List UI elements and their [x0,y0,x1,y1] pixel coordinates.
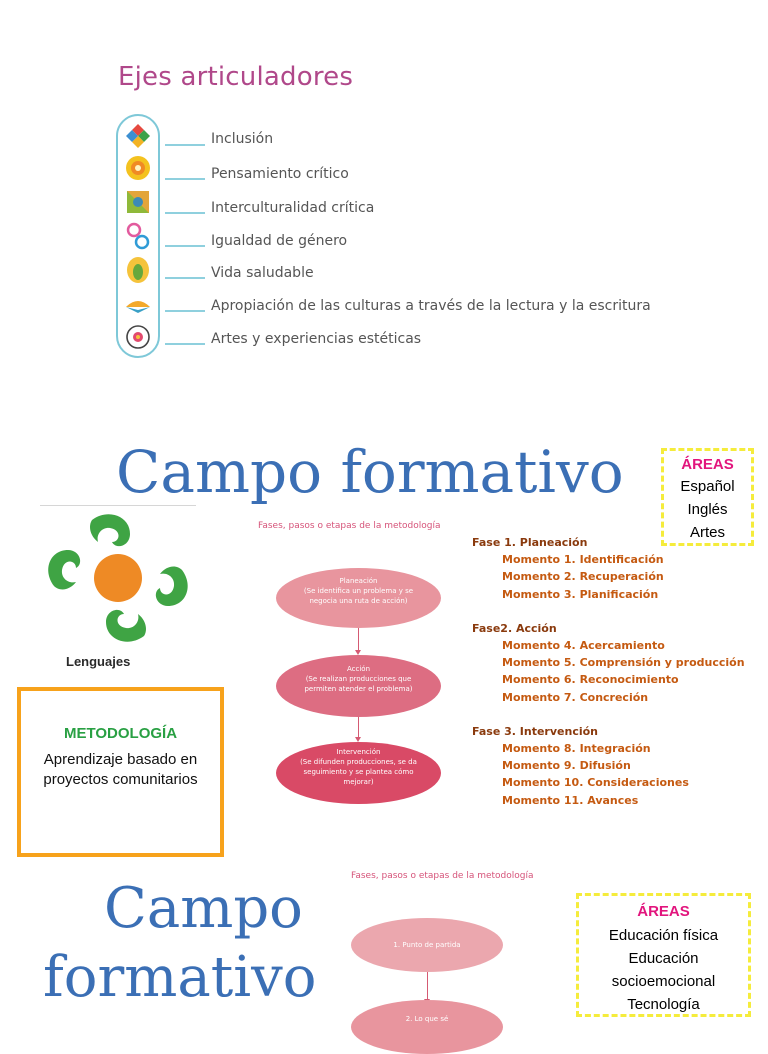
momento-item: Momento 1. Identificación [502,553,664,567]
lenguajes-label: Lenguajes [66,654,131,669]
eje-connector [165,310,205,312]
flow-node-lo-que-se: 2. Lo que sé [351,1000,503,1054]
eje-connector [165,245,205,247]
eje-label-interculturalidad: Interculturalidad crítica [211,200,375,216]
area-item: Educación [628,950,699,967]
lectura-escritura-icon [126,301,150,313]
areas-title: ÁREAS [681,456,734,473]
area-item: Español [680,478,735,495]
eje-connector [165,178,205,180]
divider [40,505,196,506]
ejes-title: Ejes articuladores [118,62,354,92]
eje-connector [165,277,205,279]
areas-box-lenguajes: ÁREAS Español Inglés Artes [661,448,754,546]
artes-icon [126,325,150,349]
flow-node-planeacion: Planeación (Se identifica un problema y … [276,568,441,628]
flow-arrow [355,717,361,742]
eje-connector [165,144,205,146]
momento-item: Momento 7. Concreción [502,690,649,704]
momento-item: Momento 3. Planificación [502,587,659,601]
metodologia-title: METODOLOGÍA [63,725,178,742]
flow-node-punto-de-partida: 1. Punto de partida [351,918,503,972]
pensamiento-critico-icon [126,156,150,180]
flow-node-accion: Acción (Se realizan producciones que per… [276,655,441,717]
momento-item: Momento 5. Comprensión y producción [502,656,745,670]
area-item: Educación física [608,927,719,944]
areas-title: ÁREAS [637,903,690,920]
fase-title: Fase2. Acción [472,621,557,635]
fases-list: Fase 1. Planeación Momento 1. Identifica… [472,534,745,809]
flow-arrow [355,628,361,655]
flow-node-desc: (Se realizan producciones que permiten a… [304,675,413,693]
areas-box-2: ÁREAS Educación física Educación socioem… [576,893,751,1017]
metodologia-box: METODOLOGÍA Aprendizaje basado en proyec… [17,687,224,857]
eje-label-inclusion: Inclusión [211,131,274,147]
flow-node-desc: (Se difunden producciones, se da seguimi… [300,758,417,786]
diagram-caption: Fases, pasos o etapas de la metodología [258,521,441,531]
eje-connector [165,212,205,214]
eje-label-lectura-escritura: Apropiación de las culturas a través de … [211,298,651,314]
eje-label-pensamiento-critico: Pensamiento crítico [211,166,349,182]
flow-node-title: Intervención [336,748,381,756]
area-item: Inglés [687,501,728,518]
fase-title: Fase 1. Planeación [472,536,588,549]
momento-item: Momento 9. Difusión [502,759,631,773]
campo-formativo-title: Campo formativo [116,438,624,506]
flow-arrow [424,972,430,1004]
flow-node-intervencion: Intervención (Se difunden producciones, … [276,742,441,804]
area-item: Tecnología [627,996,700,1013]
momento-item: Momento 8. Integración [502,742,651,756]
momento-item: Momento 4. Acercamiento [502,639,665,653]
momento-item: Momento 2. Recuperación [502,570,664,584]
flow-node-title: Acción [346,665,371,673]
momento-item: Momento 10. Consideraciones [502,776,689,790]
campo-formativo-title-2-line1: Campo [104,876,303,941]
flow-node-desc: (Se identifica un problema y se negocia … [303,587,414,605]
area-item: socioemocional [611,973,716,990]
eje-connector [165,343,205,345]
eje-label-artes: Artes y experiencias estéticas [211,331,422,347]
momento-item: Momento 11. Avances [502,793,639,807]
interculturalidad-icon [127,191,149,213]
lenguajes-logo-icon [48,514,188,642]
momento-item: Momento 6. Reconocimiento [502,673,679,687]
campo-formativo-title-2-line2: formativo [43,945,317,1010]
flow-node-title: Planeación [339,577,378,585]
igualdad-genero-icon [126,222,150,250]
vida-saludable-icon [127,257,149,283]
eje-label-vida-saludable: Vida saludable [211,265,314,281]
inclusion-icon [126,124,150,148]
ejes-icon-strip [116,114,160,358]
diagram-caption-2: Fases, pasos o etapas de la metodología [351,871,534,881]
eje-label-igualdad-genero: Igualdad de género [211,233,348,249]
area-item: Artes [689,524,725,541]
metodologia-text: Aprendizaje basado en proyectos comunita… [43,751,198,788]
fase-title: Fase 3. Intervención [472,724,599,738]
